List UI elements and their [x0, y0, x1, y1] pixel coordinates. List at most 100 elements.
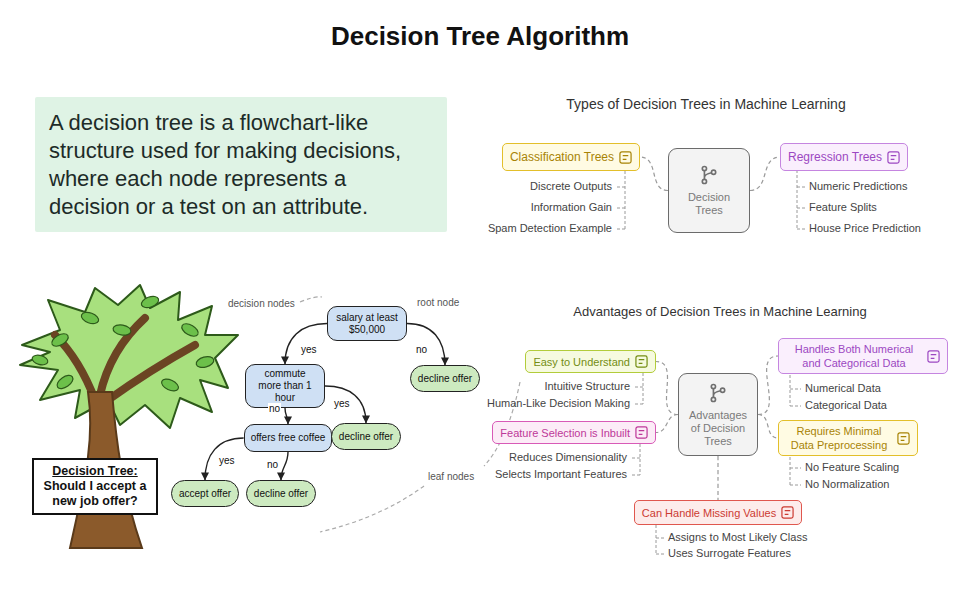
- advantage-box: Easy to Understand: [525, 350, 656, 373]
- leaf-node: decline offer: [410, 365, 480, 392]
- annotation-label: leaf nodes: [428, 471, 474, 483]
- arrow-connector: [205, 438, 244, 480]
- decision-node: offers free coffee: [244, 424, 333, 452]
- edge-label: yes: [218, 455, 236, 467]
- arrow-connector: [281, 452, 288, 480]
- feature-label: Numerical Data: [805, 382, 881, 395]
- dashed-connector: [717, 456, 718, 500]
- node-text: A decision tree is a flowchart-like stru…: [49, 109, 433, 221]
- dashed-connector: [656, 362, 678, 415]
- category-glyph: [635, 355, 648, 368]
- feature-label: Numeric Predictions: [809, 180, 907, 193]
- category-icon: [781, 506, 794, 519]
- branch-icon: [698, 164, 720, 186]
- feature-label: Discrete Outputs: [530, 180, 612, 193]
- decision-node: commute more than 1 hour: [245, 364, 325, 408]
- type-box: Classification Trees: [502, 143, 640, 171]
- feature-label: Assigns to Most Likely Class: [668, 531, 807, 544]
- edge-label: yes: [333, 398, 351, 410]
- node-text: Requires Minimal Data Preprocessing: [786, 424, 892, 452]
- feature-label: No Feature Scaling: [805, 461, 899, 474]
- node-text: Regression Trees: [788, 150, 882, 164]
- branch-icon: [707, 382, 729, 404]
- dashed-connector: [656, 415, 678, 433]
- feature-label: No Normalization: [805, 478, 889, 491]
- category-glyph: [781, 506, 794, 519]
- edge-label: no: [268, 403, 281, 415]
- feature-label: Feature Splits: [809, 201, 877, 214]
- arrow-connector: [407, 324, 445, 366]
- category-glyph: [635, 426, 648, 439]
- branch-glyph: [698, 164, 720, 186]
- category-icon: [635, 426, 648, 439]
- node-text: offers free coffee: [251, 432, 326, 444]
- tree-leaves: [31, 294, 215, 393]
- dashed-connector: [640, 157, 668, 191]
- dashed-connector: [758, 415, 778, 439]
- feature-label: Uses Surrogate Features: [668, 547, 791, 560]
- feature-label: Categorical Data: [805, 399, 887, 412]
- hub-box: Advantages of Decision Trees: [678, 373, 758, 456]
- section-heading: Types of Decision Trees in Machine Learn…: [566, 96, 845, 112]
- node-text: Should I accept a new job offer?: [40, 479, 150, 509]
- leader-lines: [300, 297, 520, 532]
- node-text: Handles Both Numerical and Categorical D…: [786, 342, 922, 370]
- category-icon: [897, 432, 910, 445]
- category-glyph: [927, 350, 940, 363]
- edge-label: yes: [300, 344, 318, 356]
- advantage-box: Handles Both Numerical and Categorical D…: [778, 338, 948, 374]
- branch-glyph: [707, 382, 729, 404]
- feature-label: Information Gain: [531, 201, 612, 214]
- node-text: Feature Selection is Inbuilt: [500, 426, 630, 440]
- edge-label: no: [266, 459, 279, 471]
- arrow-connector: [285, 324, 327, 365]
- node-text: Can Handle Missing Values: [642, 506, 776, 520]
- advantage-box: Can Handle Missing Values: [634, 500, 802, 525]
- dashed-connector: [758, 356, 778, 415]
- node-text: salary at least $50,000: [334, 312, 400, 336]
- dashed-connector: [750, 157, 780, 191]
- diagram-title: Decision Tree Algorithm: [0, 20, 960, 52]
- node-text: Classification Trees: [510, 150, 614, 164]
- leaf-node: accept offer: [171, 480, 239, 507]
- node-text: decline offer: [418, 373, 472, 385]
- leaf-node: decline offer: [331, 423, 401, 450]
- tree-branch: [55, 318, 195, 400]
- annotation-label: root node: [417, 297, 459, 309]
- node-text: Decision Tree:: [52, 464, 137, 479]
- arrow-connector: [325, 386, 366, 423]
- feature-label: Intuitive Structure: [544, 380, 630, 393]
- section-heading: Advantages of Decision Trees in Machine …: [573, 304, 866, 320]
- node-text: accept offer: [179, 488, 231, 500]
- node-text: Decision Trees: [674, 191, 744, 217]
- leaf-node: decline offer: [246, 480, 316, 507]
- feature-label: Selects Important Features: [495, 468, 627, 481]
- node-text: decline offer: [339, 431, 393, 443]
- advantage-box: Requires Minimal Data Preprocessing: [778, 420, 918, 456]
- feature-label: House Price Prediction: [809, 222, 921, 235]
- definition-box: A decision tree is a flowchart-like stru…: [35, 97, 447, 232]
- node-text: Easy to Understand: [533, 355, 630, 369]
- node-text: decline offer: [254, 488, 308, 500]
- node-text: Advantages of Decision Trees: [684, 409, 752, 448]
- advantage-box: Feature Selection is Inbuilt: [492, 421, 656, 444]
- category-icon: [635, 355, 648, 368]
- edge-label: no: [415, 344, 428, 356]
- arrow-connector: [285, 408, 288, 424]
- category-glyph: [887, 151, 900, 164]
- category-icon: [887, 151, 900, 164]
- category-glyph: [897, 432, 910, 445]
- annotation-label: decision nodes: [228, 298, 295, 310]
- decision-node: salary at least $50,000: [327, 306, 407, 341]
- category-glyph: [619, 151, 632, 164]
- caption-box: Decision Tree:Should I accept a new job …: [32, 458, 158, 515]
- feature-label: Spam Detection Example: [488, 222, 612, 235]
- feature-label: Human-Like Decision Making: [487, 397, 630, 410]
- hub-box: Decision Trees: [668, 148, 750, 233]
- feature-label: Reduces Dimensionality: [509, 451, 627, 464]
- tree-canopy: [20, 285, 238, 428]
- category-icon: [619, 151, 632, 164]
- tree-illustration: [20, 285, 238, 548]
- type-box: Regression Trees: [780, 143, 908, 171]
